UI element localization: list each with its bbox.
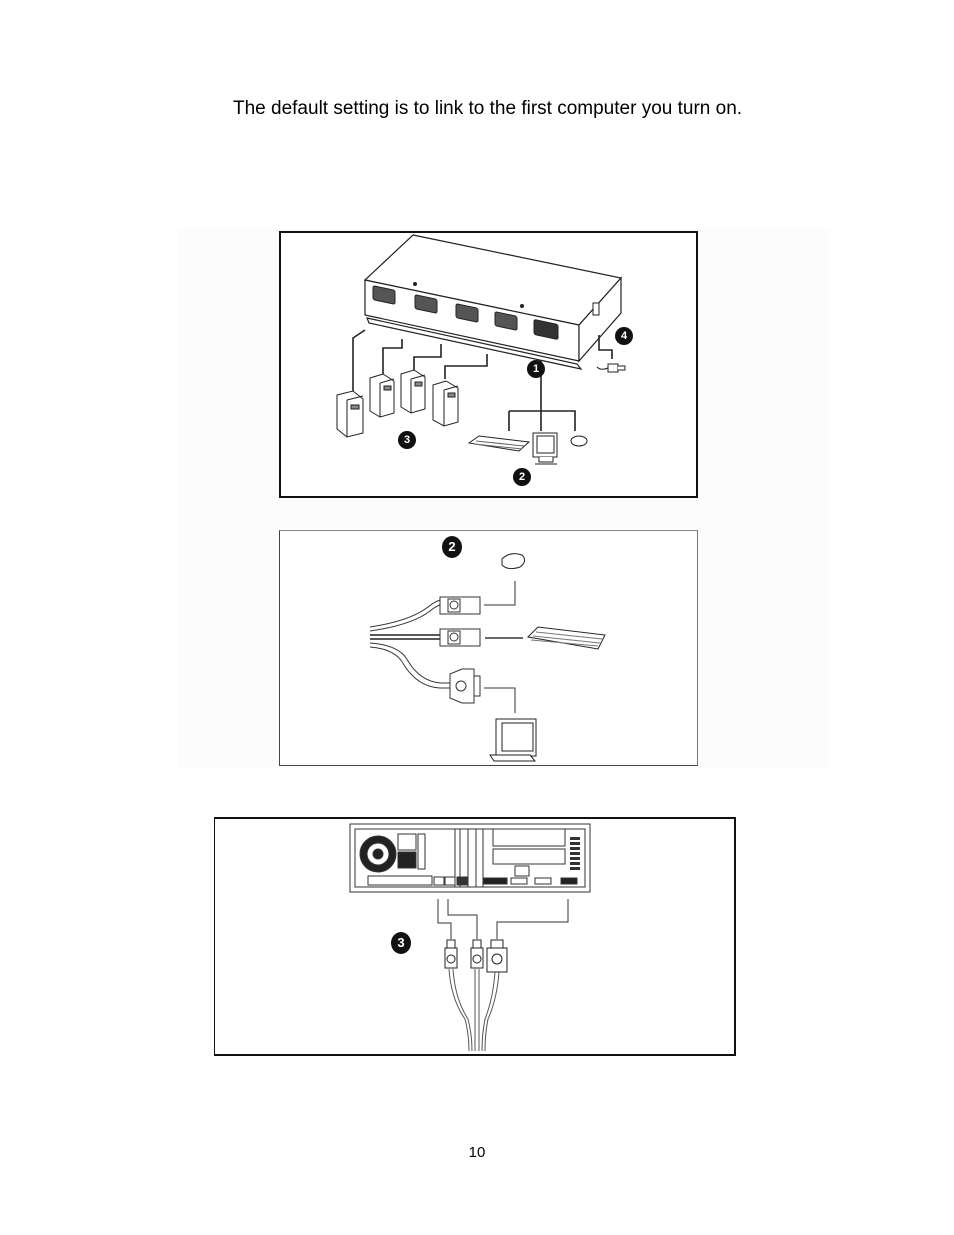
callout-badge-1: 1 — [527, 360, 545, 378]
computer-tower-icon — [336, 369, 459, 438]
power-adapter-icon — [596, 363, 626, 373]
callout-badge-2: 2 — [442, 536, 462, 558]
kvm-switch-diagram — [336, 234, 626, 465]
fan-icon — [359, 835, 397, 873]
mouse-icon — [570, 435, 588, 447]
callout-badge-4: 4 — [615, 327, 633, 345]
callout-badge-2: 2 — [513, 468, 531, 486]
callout-badge-3: 3 — [391, 932, 411, 954]
page-number: 10 — [468, 1144, 486, 1161]
figure-computer-cable: 3 — [214, 817, 736, 1056]
monitor-icon — [489, 718, 537, 762]
monitor-icon — [532, 432, 558, 465]
figure-kvm-overview: 1 2 3 4 — [279, 231, 698, 498]
computer-rear-panel-diagram — [349, 823, 591, 1052]
console-cable-diagram — [369, 553, 606, 762]
intro-paragraph: The default setting is to link to the fi… — [233, 98, 743, 119]
figure-console-cable: 2 — [279, 530, 698, 766]
callout-badge-3: 3 — [398, 431, 416, 449]
switch-ports-icon — [372, 285, 559, 340]
keyboard-icon — [526, 626, 606, 650]
keyboard-icon — [467, 435, 531, 452]
mouse-icon — [501, 553, 526, 570]
